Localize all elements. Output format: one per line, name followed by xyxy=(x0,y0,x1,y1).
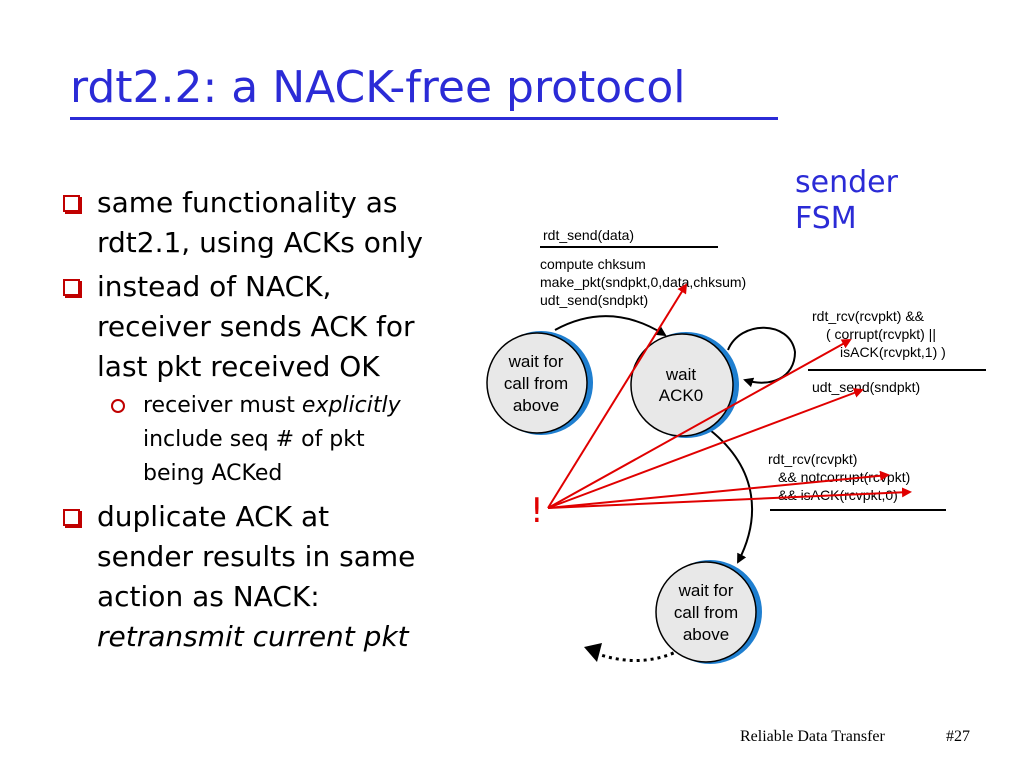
state-label: above xyxy=(683,625,729,644)
transition-send-arc xyxy=(554,315,667,337)
transition-action-label: make_pkt(sndpkt,0,data,chksum) xyxy=(540,274,746,290)
bullet-line: action as NACK: xyxy=(97,580,320,613)
highlight-arrow xyxy=(547,283,688,509)
bullet-list: same functionality as rdt2.1, using ACKs… xyxy=(55,183,475,659)
transition-retransmit-loop xyxy=(727,326,797,388)
transition-continue-dotted xyxy=(591,648,681,662)
state-wait-call-top xyxy=(486,331,593,435)
state-label: ACK0 xyxy=(659,386,703,405)
highlight-arrow xyxy=(547,470,890,509)
slide-title: rdt2.2: a NACK-free protocol xyxy=(70,62,686,113)
page-number: #27 xyxy=(946,728,970,745)
bullet-line: duplicate ACK at xyxy=(97,500,330,533)
bullet-box-icon xyxy=(63,509,80,526)
sub-bullet-text: receiver must xyxy=(143,393,302,418)
transition-event-label: rdt_rcv(rcvpkt) && xyxy=(812,308,925,324)
sub-bullet-line: include seq # of pkt xyxy=(143,427,365,452)
state-wait-ack0 xyxy=(630,332,739,438)
bullet-line: last pkt received OK xyxy=(97,350,380,383)
bullet-line: retransmit current pkt xyxy=(97,620,409,653)
state-label: above xyxy=(513,396,559,415)
highlight-arrow xyxy=(547,388,864,509)
sub-bullet-item: receiver must explicitly include seq # o… xyxy=(55,389,475,491)
transition-event-label: ( corrupt(rcvpkt) || xyxy=(826,326,936,342)
sub-bullet-line: receiver must explicitly xyxy=(143,389,475,423)
sender-label-line: sender xyxy=(795,165,898,200)
sub-bullet-emphasis: explicitly xyxy=(301,393,401,418)
bullet-line: instead of NACK, xyxy=(97,270,332,303)
transition-event-label: rdt_send(data) xyxy=(543,227,634,243)
title-underline xyxy=(70,117,778,120)
sub-bullet-line: being ACKed xyxy=(143,461,283,486)
bullet-item: duplicate ACK at sender results in same … xyxy=(55,497,475,657)
transition-event-label: rdt_rcv(rcvpkt) xyxy=(768,451,857,467)
transition-action-label: udt_send(sndpkt) xyxy=(812,379,920,395)
state-label: wait for xyxy=(678,581,734,600)
state-label: call from xyxy=(674,603,738,622)
transition-event-label: isACK(rcvpkt,1) ) xyxy=(840,344,946,360)
transition-action-label: compute chksum xyxy=(540,256,646,272)
state-label: wait xyxy=(665,365,697,384)
dotted-arrowhead xyxy=(584,643,602,662)
bullet-box-icon xyxy=(63,279,80,296)
state-wait-call-bottom xyxy=(655,560,762,664)
highlight-arrow xyxy=(547,339,852,509)
bullet-line: same functionality as xyxy=(97,186,398,219)
bullet-line: sender results in same xyxy=(97,540,416,573)
bullet-line: receiver sends ACK for xyxy=(97,310,415,343)
state-label: call from xyxy=(504,374,568,393)
transition-action-label: udt_send(sndpkt) xyxy=(540,292,648,308)
sender-fsm-label: sender FSM xyxy=(795,165,898,237)
state-label: wait for xyxy=(508,352,564,371)
bullet-item: same functionality as rdt2.1, using ACKs… xyxy=(55,183,475,263)
transition-event-label: && notcorrupt(rcvpkt) xyxy=(778,469,910,485)
bullet-ring-icon xyxy=(111,399,125,413)
transition-ack-arc xyxy=(709,429,754,564)
highlight-arrow xyxy=(547,487,912,509)
sender-label-line: FSM xyxy=(795,201,857,236)
footer-label: Reliable Data Transfer xyxy=(740,728,885,745)
bullet-line: rdt2.1, using ACKs only xyxy=(97,226,423,259)
bullet-item: instead of NACK, receiver sends ACK for … xyxy=(55,267,475,387)
bullet-box-icon xyxy=(63,195,80,212)
exclamation-mark: ! xyxy=(530,491,544,531)
